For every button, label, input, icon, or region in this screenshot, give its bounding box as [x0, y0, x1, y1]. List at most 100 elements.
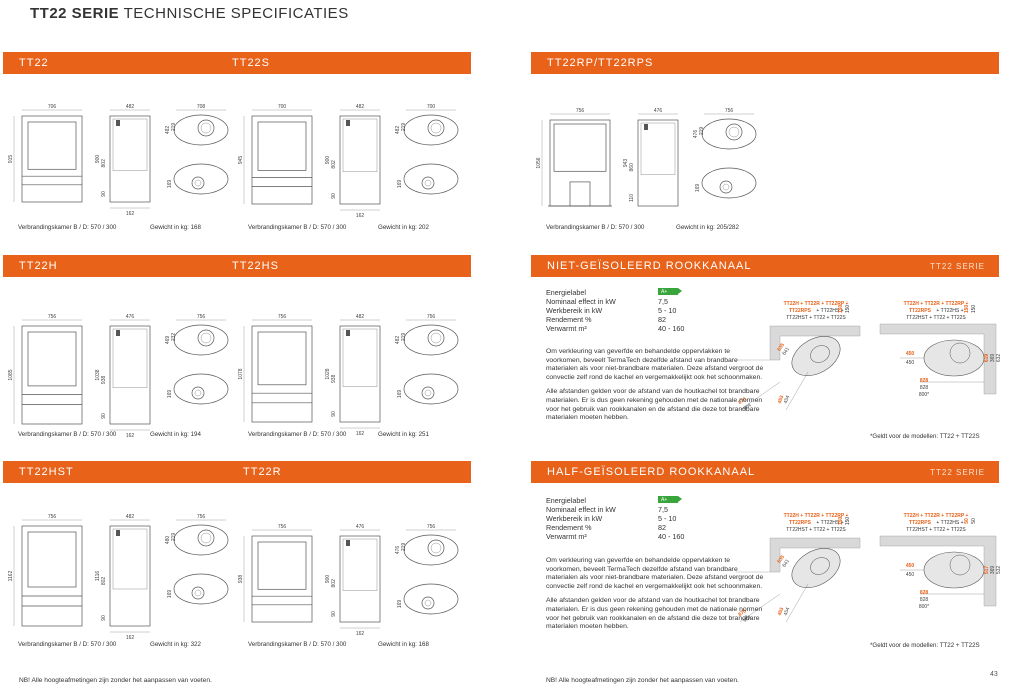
- flue-circle: [197, 329, 215, 347]
- stove-side: [339, 325, 381, 423]
- section-bar-tt22hst: TT22HST TT22R: [3, 461, 471, 483]
- model-label: TT22HST + TT22 + TT22S: [906, 315, 966, 321]
- dimension-label: 169: [167, 390, 173, 399]
- caption-kamer: Verbrandingskamer B / D: 570 / 300: [18, 431, 117, 438]
- spec-value: 7,5: [658, 297, 668, 306]
- dimension-label: 454: [783, 395, 792, 405]
- spec-key: Werkbereik in kW: [546, 514, 603, 523]
- dimension-label: 476: [693, 130, 699, 139]
- stove-top-view: [923, 339, 985, 377]
- bottom-view-ellipse: [403, 163, 459, 195]
- dimension-label: 800*: [919, 604, 929, 610]
- dimension-label: 90: [331, 193, 337, 199]
- flue-circle: [197, 529, 215, 547]
- air-inlet-circle: [421, 176, 435, 190]
- bar-label: TT22H: [19, 260, 58, 272]
- stove-front: [549, 119, 611, 207]
- air-inlet-circle: [191, 586, 205, 600]
- dimension-label: 870: [737, 396, 747, 406]
- stove-front: [251, 325, 313, 423]
- dimension-label: 482: [126, 104, 135, 110]
- stove-side-panel: [112, 118, 148, 171]
- footnote: NB! Alle hoogteafmetingen zijn zonder he…: [19, 677, 212, 684]
- dimension-label: 162: [356, 631, 365, 637]
- dimension-label: 945: [238, 156, 244, 165]
- caption-gewicht: Gewicht in kg: 168: [150, 224, 201, 231]
- dimension-label: 915: [8, 155, 14, 164]
- dimension-label: 482: [395, 126, 401, 135]
- dimension-label: 828: [920, 597, 929, 603]
- dimension-label: 162: [356, 431, 365, 437]
- flue-outlet: [346, 540, 350, 546]
- dimension-label: 904: [742, 614, 752, 624]
- dimension-label: 700: [278, 104, 287, 110]
- flue-circle-inner: [728, 126, 740, 138]
- dimension-label: 162: [356, 213, 365, 219]
- dimension-label: 1028: [325, 368, 331, 379]
- spec-key: Werkbereik in kW: [546, 306, 603, 315]
- dimension-label: 453: [777, 607, 786, 617]
- caption-kamer: Verbrandingskamer B / D: 570 / 300: [546, 224, 645, 231]
- caption-kamer: Verbrandingskamer B / D: 570 / 300: [248, 431, 347, 438]
- stove-side: [109, 325, 151, 425]
- spec-key: Energielabel: [546, 288, 586, 297]
- dimension-line: [785, 371, 809, 411]
- dimension-label: 756: [278, 524, 287, 530]
- model-label: + TT22HS +: [816, 520, 843, 526]
- stove-flue-view: [810, 345, 830, 363]
- top-view-ellipse: [173, 114, 229, 146]
- dimension-label: 469: [165, 336, 171, 345]
- caption-gewicht: Gewicht in kg: 205/282: [676, 224, 739, 231]
- air-inlet-inner: [194, 179, 202, 187]
- model-note: *Geldt voor de modellen: TT22 + TT22S: [870, 642, 980, 649]
- bar-label: TT22: [19, 57, 49, 69]
- dimension-label: 169: [397, 390, 403, 399]
- dimension-label: 802: [101, 577, 107, 586]
- bar-label: TT22RP/TT22RPS: [547, 57, 654, 69]
- caption-gewicht: Gewicht in kg: 251: [378, 431, 429, 438]
- flue-circle: [427, 539, 445, 557]
- stove-side-panel: [342, 328, 378, 387]
- model-label: TT22HST + TT22 + TT22S: [786, 315, 846, 321]
- dimension-label: 532: [996, 566, 1002, 575]
- top-view-ellipse: [173, 524, 229, 556]
- dimension-label: 756: [576, 108, 585, 114]
- niet-text: Om verkleuring van geverfde en behandeld…: [546, 348, 766, 429]
- dimension-label: 708: [197, 104, 206, 110]
- dimension-label: 162: [126, 635, 135, 641]
- spec-key: Verwarmt m²: [546, 532, 587, 541]
- spec-value: 40 - 160: [658, 532, 685, 541]
- dimension-label: 756: [197, 514, 206, 520]
- dimension-label: 900: [325, 156, 331, 165]
- section-bar-tt22rp: TT22RP/TT22RPS: [531, 52, 999, 74]
- flue-circle-inner: [200, 122, 212, 134]
- model-label: TT22HST + TT22 + TT22S: [786, 527, 846, 533]
- caption-gewicht: Gewicht in kg: 322: [150, 641, 201, 648]
- dimension-label: 150: [964, 305, 970, 314]
- stove-front: [251, 535, 313, 623]
- dimension-label: 756: [48, 514, 57, 520]
- stove-flue-view: [949, 342, 971, 364]
- spec-key: Verwarmt m²: [546, 324, 587, 333]
- model-label: TT22RPS: [909, 520, 932, 526]
- dimension-line: [785, 583, 809, 623]
- flue-outlet: [116, 530, 120, 536]
- dimension-label: 450: [906, 572, 915, 578]
- spec-key: Nominaal effect in kW: [546, 505, 616, 514]
- dimension-label: 900: [95, 155, 101, 164]
- stove-side: [109, 525, 151, 627]
- caption-gewicht: Gewicht in kg: 168: [378, 641, 429, 648]
- model-label: TT22H + TT22R + TT22RP +: [784, 513, 849, 519]
- stove-window: [553, 123, 607, 172]
- dimension-label: 938: [101, 376, 107, 385]
- spec-key: Rendement %: [546, 523, 592, 532]
- page-title: TT22 SERIE TECHNISCHE SPECIFICATIES: [30, 5, 349, 22]
- air-inlet-inner: [194, 589, 202, 597]
- dimension-label: 706: [48, 104, 57, 110]
- air-inlet-inner: [424, 599, 432, 607]
- flue-circle: [427, 329, 445, 347]
- dimension-label: 169: [167, 590, 173, 599]
- dimension-label: 162: [126, 433, 135, 439]
- stove-side-panel: [112, 528, 148, 590]
